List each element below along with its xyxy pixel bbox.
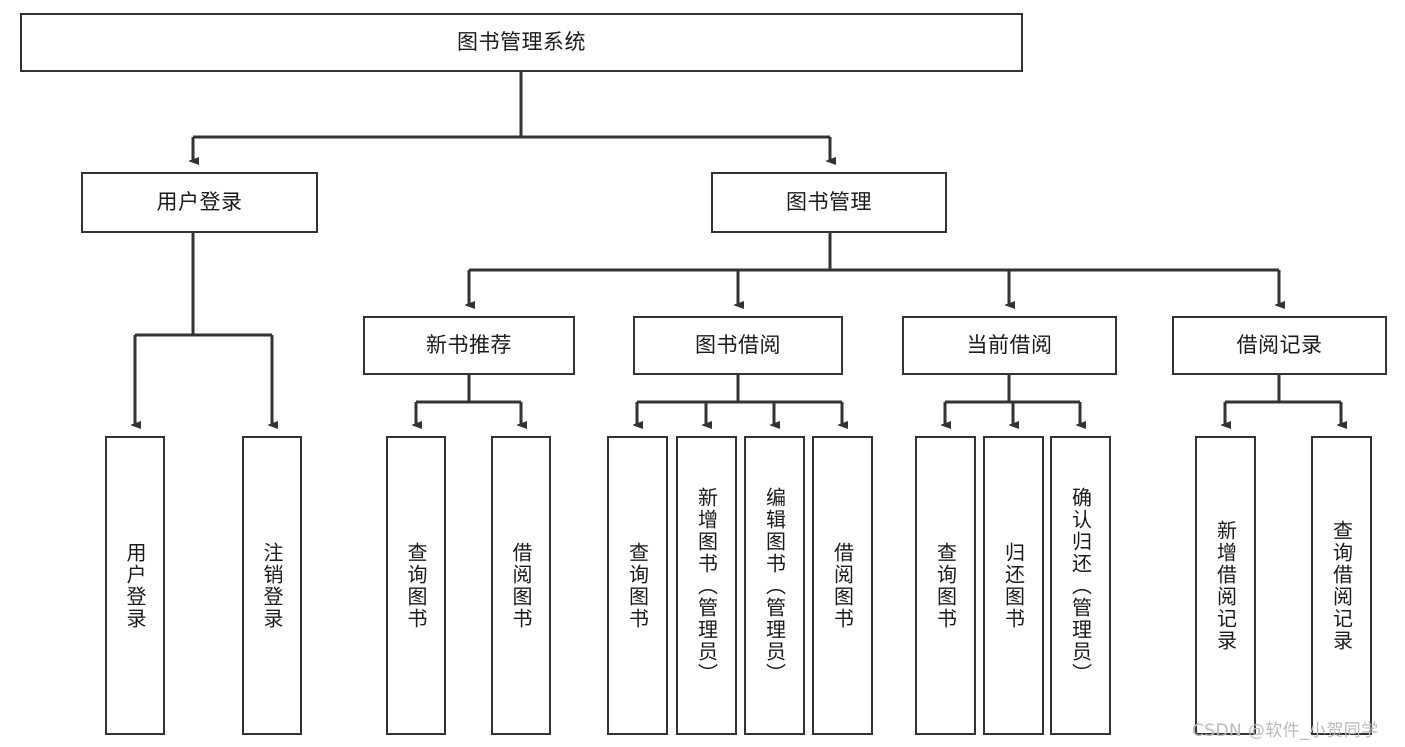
leaf-query-record[interactable]: 查询借阅记录 <box>1311 436 1372 735</box>
node-root-label: 图书管理系统 <box>457 29 586 54</box>
node-book-manage[interactable]: 图书管理 <box>711 172 947 233</box>
leaf-return-book[interactable]: 归还图书 <box>983 436 1044 735</box>
leaf-add-record[interactable]: 新增借阅记录 <box>1195 436 1256 735</box>
leaf-confirm-return-label: 确认归还（管理员） <box>1068 486 1093 685</box>
node-book-borrow-label: 图书借阅 <box>695 332 781 357</box>
leaf-edit-book[interactable]: 编辑图书（管理员） <box>744 436 805 735</box>
leaf-borrow-book-2[interactable]: 借阅图书 <box>812 436 873 735</box>
node-borrow-record[interactable]: 借阅记录 <box>1172 316 1387 375</box>
leaf-add-book[interactable]: 新增图书（管理员） <box>676 436 737 735</box>
leaf-borrow-book-1[interactable]: 借阅图书 <box>491 436 551 735</box>
leaf-query-book-3[interactable]: 查询图书 <box>915 436 976 735</box>
node-borrow-record-label: 借阅记录 <box>1236 332 1323 357</box>
node-user-login[interactable]: 用户登录 <box>81 172 318 233</box>
node-root[interactable]: 图书管理系统 <box>20 13 1023 72</box>
node-new-book-recommend[interactable]: 新书推荐 <box>363 316 575 375</box>
node-user-login-label: 用户登录 <box>156 189 243 214</box>
leaf-add-book-label: 新增图书（管理员） <box>694 486 719 685</box>
leaf-edit-book-label: 编辑图书（管理员） <box>762 486 787 685</box>
leaf-query-book-2-label: 查询图书 <box>625 541 650 630</box>
leaf-user-login-label: 用户登录 <box>123 541 147 630</box>
node-current-borrow[interactable]: 当前借阅 <box>902 316 1117 375</box>
node-book-manage-label: 图书管理 <box>786 189 872 214</box>
leaf-borrow-book-1-label: 借阅图书 <box>509 541 533 630</box>
leaf-user-logout-label: 注销登录 <box>260 541 284 630</box>
leaf-query-record-label: 查询借阅记录 <box>1329 519 1354 652</box>
node-new-book-recommend-label: 新书推荐 <box>426 332 512 357</box>
leaf-query-book-2[interactable]: 查询图书 <box>607 436 668 735</box>
leaf-query-book-1[interactable]: 查询图书 <box>386 436 446 735</box>
leaf-borrow-book-2-label: 借阅图书 <box>830 541 855 630</box>
leaf-query-book-1-label: 查询图书 <box>404 541 428 630</box>
leaf-user-logout[interactable]: 注销登录 <box>242 436 302 735</box>
leaf-return-book-label: 归还图书 <box>1001 541 1026 630</box>
leaf-confirm-return[interactable]: 确认归还（管理员） <box>1050 436 1111 735</box>
node-current-borrow-label: 当前借阅 <box>966 332 1053 357</box>
leaf-query-book-3-label: 查询图书 <box>933 541 958 630</box>
leaf-add-record-label: 新增借阅记录 <box>1213 519 1238 652</box>
node-book-borrow[interactable]: 图书借阅 <box>633 316 843 375</box>
leaf-user-login[interactable]: 用户登录 <box>105 436 165 735</box>
